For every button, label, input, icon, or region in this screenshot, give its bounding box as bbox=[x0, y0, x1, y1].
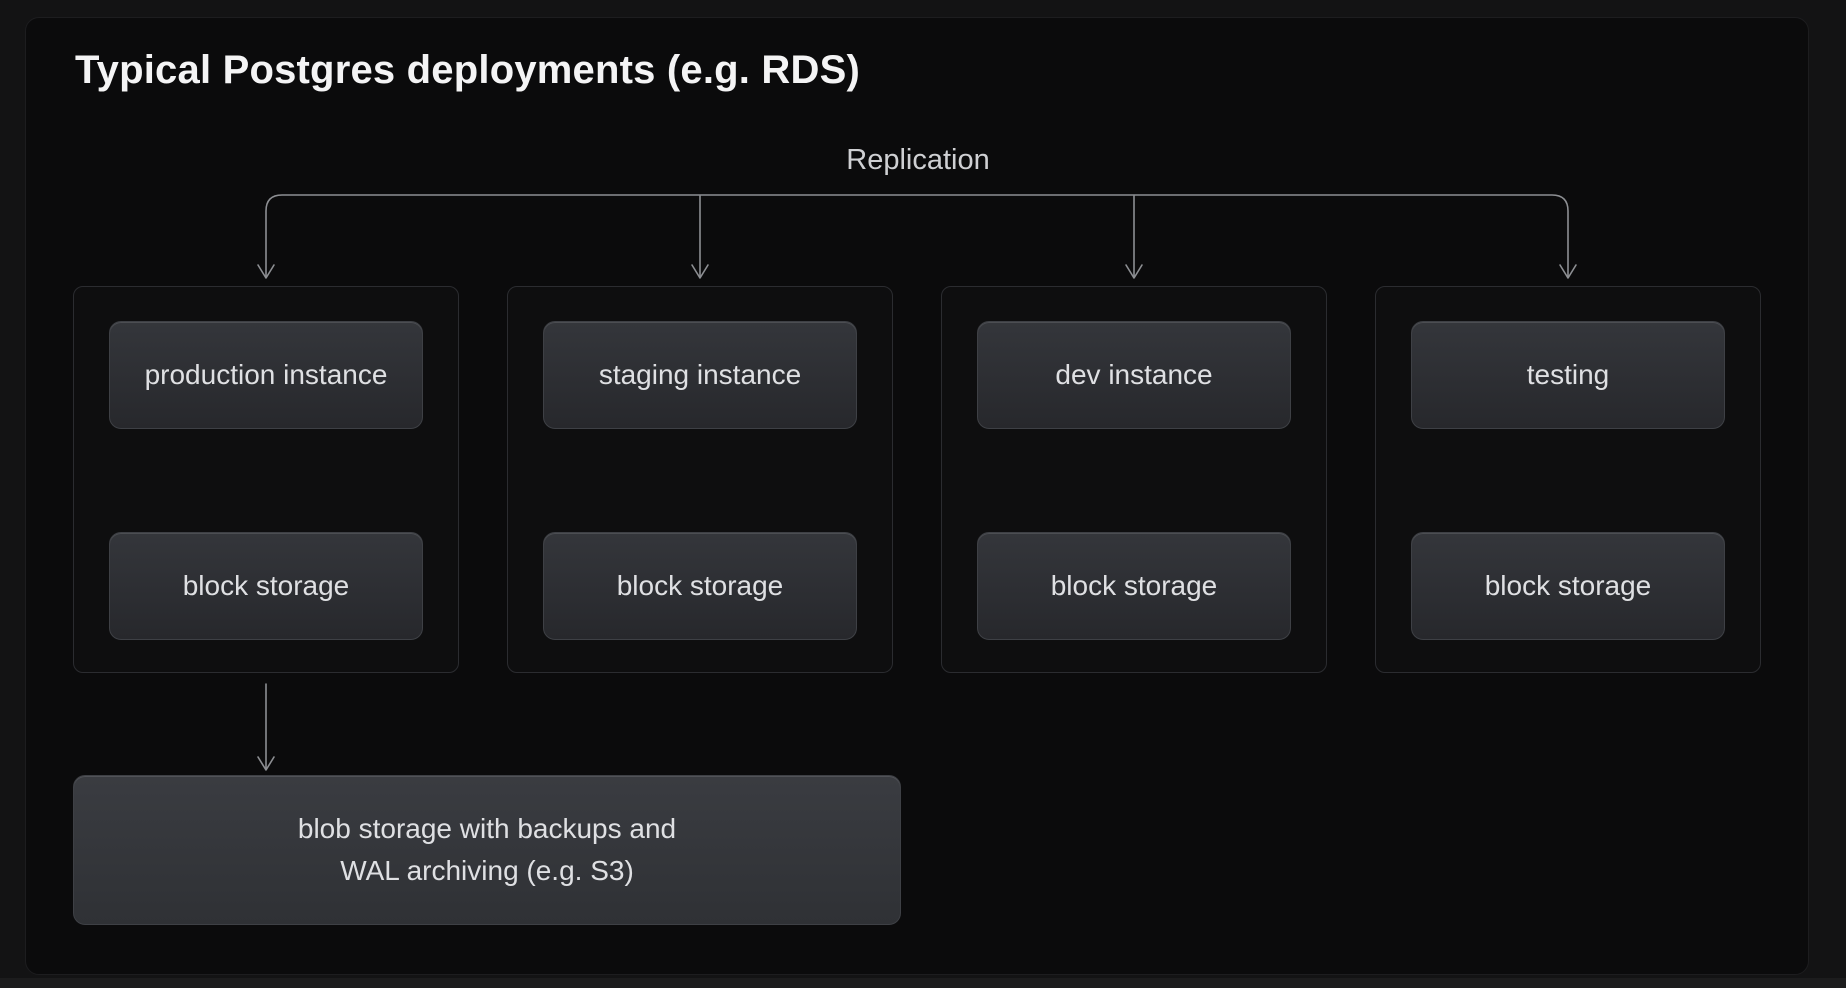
page-title: Typical Postgres deployments (e.g. RDS) bbox=[75, 48, 861, 92]
production-block-storage-box: block storage bbox=[109, 532, 423, 640]
deployment-column-testing: testing block storage bbox=[1375, 286, 1761, 673]
replication-label: Replication bbox=[846, 144, 990, 176]
dev-block-storage-box: block storage bbox=[977, 532, 1291, 640]
dev-block-storage-label: block storage bbox=[1050, 570, 1218, 601]
staging-block-storage-label: block storage bbox=[616, 570, 784, 601]
staging-block-storage-box: block storage bbox=[543, 532, 857, 640]
window-bottom-strip bbox=[0, 978, 1846, 988]
blob-storage-box: blob storage with backups and WAL archiv… bbox=[73, 775, 901, 925]
production-instance-label: production instance bbox=[144, 359, 388, 390]
production-instance-box: production instance bbox=[109, 321, 423, 429]
dev-instance-label: dev instance bbox=[1055, 359, 1213, 390]
dev-instance-box: dev instance bbox=[977, 321, 1291, 429]
blob-storage-label-line1: blob storage with backups and bbox=[297, 813, 677, 844]
blob-storage-label-line2: WAL archiving (e.g. S3) bbox=[340, 855, 634, 886]
staging-instance-label: staging instance bbox=[598, 359, 802, 390]
deployment-column-production: production instance block storage bbox=[73, 286, 459, 673]
testing-instance-label: testing bbox=[1526, 359, 1610, 390]
staging-instance-box: staging instance bbox=[543, 321, 857, 429]
testing-instance-box: testing bbox=[1411, 321, 1725, 429]
production-block-storage-label: block storage bbox=[182, 570, 350, 601]
deployment-column-staging: staging instance block storage bbox=[507, 286, 893, 673]
deployment-column-dev: dev instance block storage bbox=[941, 286, 1327, 673]
testing-block-storage-label: block storage bbox=[1484, 570, 1652, 601]
testing-block-storage-box: block storage bbox=[1411, 532, 1725, 640]
